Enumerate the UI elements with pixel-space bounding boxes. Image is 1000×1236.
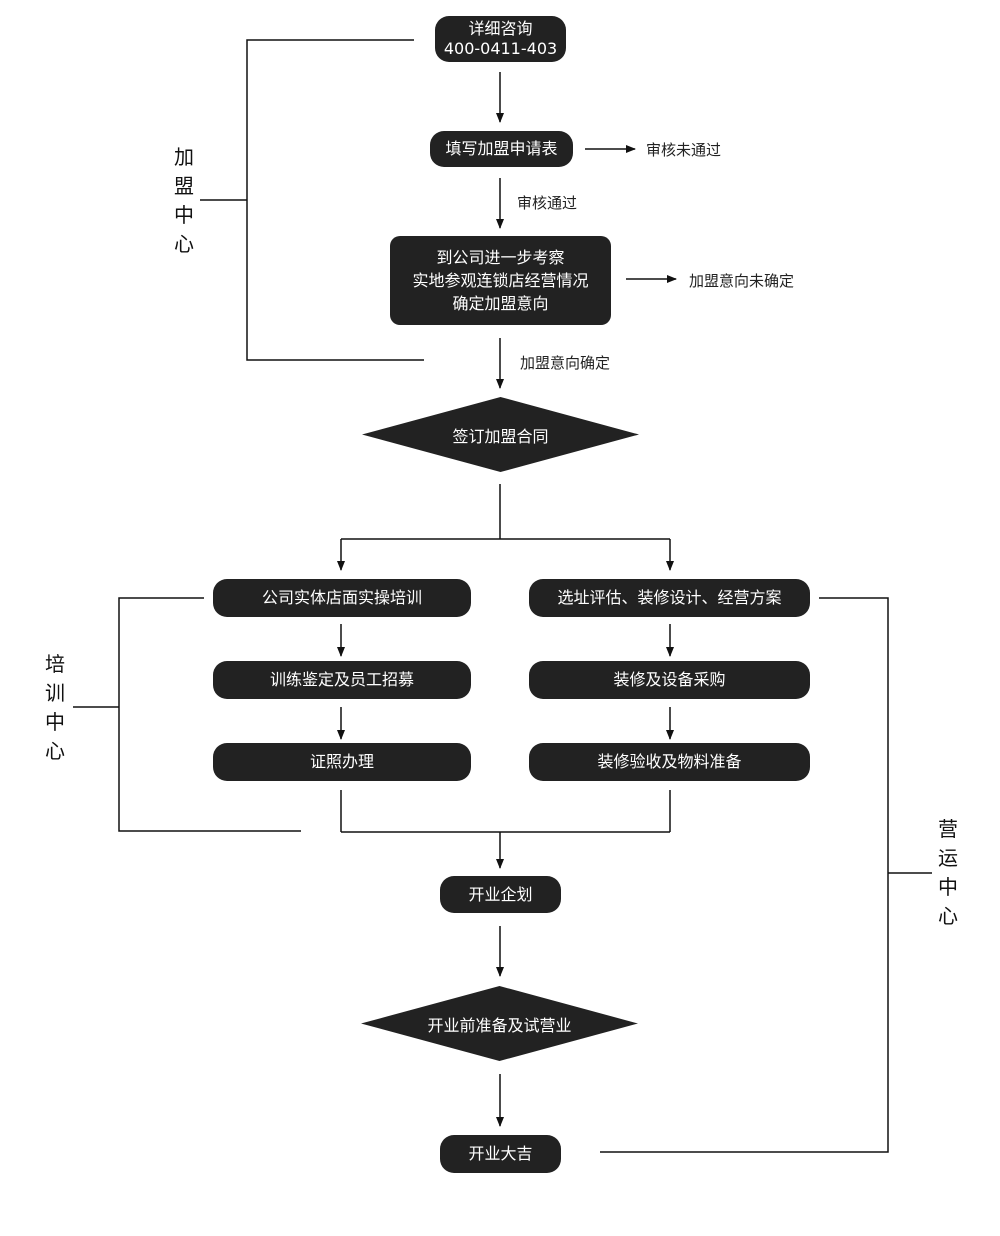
review-passed-label: 审核通过 <box>517 194 578 212</box>
training-recruit-node: 训练鉴定及员工招募 <box>213 661 471 699</box>
operation-center-label: 营运中心 <box>938 817 958 928</box>
visit-node: 到公司进一步考察 实地参观连锁店经营情况 确定加盟意向 <box>390 236 611 325</box>
store-training-label: 公司实体店面实操培训 <box>261 588 422 607</box>
sign-contract-label: 签订加盟合同 <box>452 426 549 446</box>
purchase-label: 装修及设备采购 <box>613 670 726 689</box>
operation-center-bracket <box>600 597 889 1153</box>
acceptance-node: 装修验收及物料准备 <box>529 743 810 781</box>
planning-label: 开业企划 <box>468 884 533 904</box>
franchise-center-label: 加盟中心 <box>174 145 194 256</box>
sign-contract-diamond: 签订加盟合同 <box>362 397 639 472</box>
acceptance-label: 装修验收及物料准备 <box>597 752 742 771</box>
training-center-bracket <box>118 597 301 832</box>
consult-title: 详细咨询 <box>468 19 533 38</box>
consult-node: 详细咨询 400-0411-403 <box>435 16 566 62</box>
purchase-node: 装修及设备采购 <box>529 661 810 699</box>
intent-confirmed-label: 加盟意向确定 <box>520 354 611 372</box>
store-training-node: 公司实体店面实操培训 <box>213 579 471 617</box>
trial-shape <box>361 986 638 1061</box>
planning-node: 开业企划 <box>440 876 561 913</box>
trial-label: 开业前准备及试营业 <box>427 1015 572 1035</box>
fill-form-node: 填写加盟申请表 <box>430 131 573 167</box>
fill-form-label: 填写加盟申请表 <box>445 139 558 158</box>
training-center-label: 培训中心 <box>45 652 65 763</box>
consult-phone: 400-0411-403 <box>443 39 558 58</box>
review-failed-label: 审核未通过 <box>646 141 722 159</box>
opening-node: 开业大吉 <box>440 1135 561 1173</box>
site-design-node: 选址评估、装修设计、经营方案 <box>529 579 810 617</box>
visit-line-3: 确定加盟意向 <box>452 294 549 313</box>
license-label: 证照办理 <box>309 752 374 771</box>
site-design-label: 选址评估、装修设计、经营方案 <box>557 588 782 607</box>
intent-unconfirmed-label: 加盟意向未确定 <box>689 272 795 290</box>
training-recruit-label: 训练鉴定及员工招募 <box>269 670 414 689</box>
visit-line-1: 到公司进一步考察 <box>436 248 565 267</box>
visit-line-2: 实地参观连锁店经营情况 <box>412 271 589 290</box>
opening-label: 开业大吉 <box>468 1144 533 1163</box>
sign-contract-shape <box>362 397 639 472</box>
license-node: 证照办理 <box>213 743 471 781</box>
trial-diamond: 开业前准备及试营业 <box>361 986 638 1061</box>
